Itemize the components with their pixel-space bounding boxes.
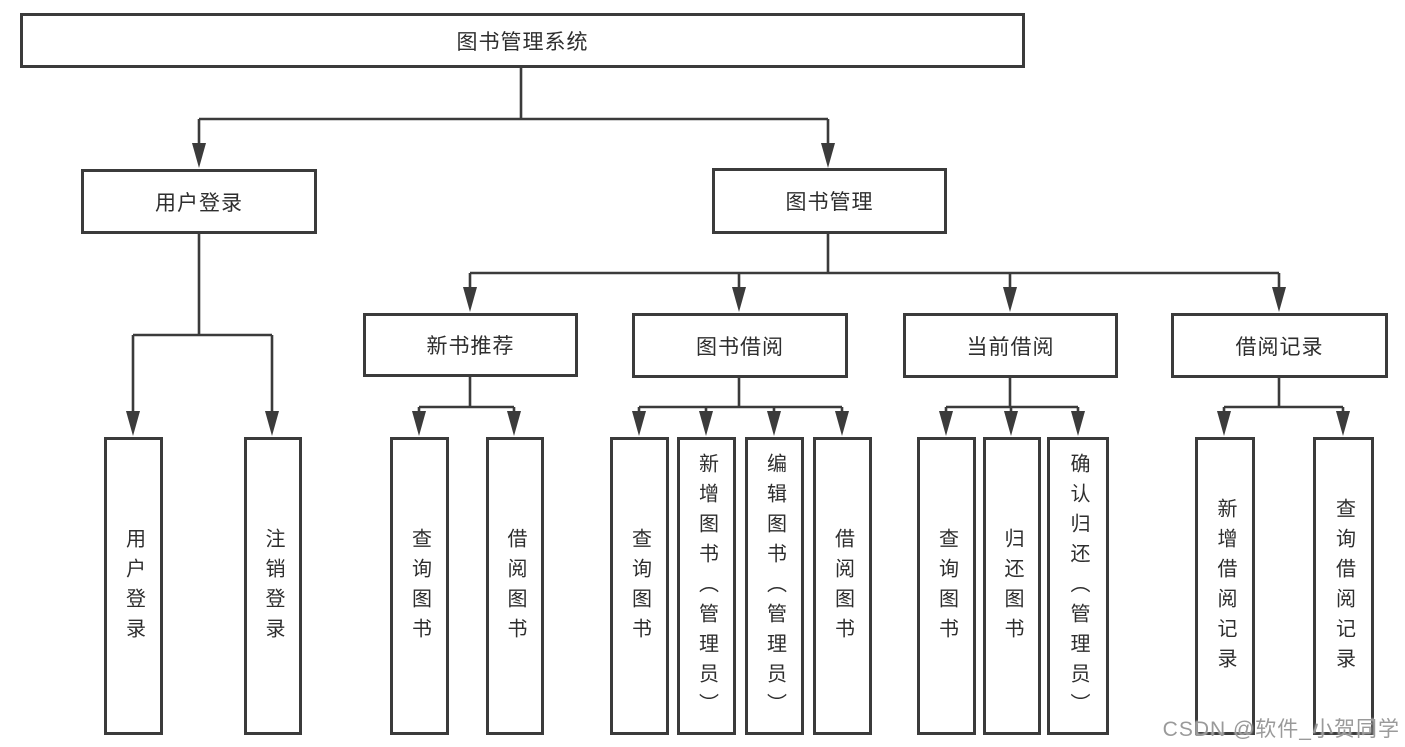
edges-book-management bbox=[463, 234, 1286, 312]
csdn-watermark: CSDN @软件_小贺同学 bbox=[1162, 718, 1400, 741]
node-label: 图书管理 bbox=[785, 191, 874, 214]
leaf-records-query-borrow-record: 查询借阅记录 bbox=[1313, 437, 1374, 735]
edges-user-login bbox=[126, 234, 279, 436]
node-label: 图书管理系统 bbox=[456, 30, 589, 54]
node-label: 当前借阅 bbox=[966, 335, 1055, 359]
edges-borrow-records bbox=[1217, 378, 1350, 436]
node-label: 图书借阅 bbox=[696, 335, 784, 359]
leaf-label: 确认归还（管理员） bbox=[1067, 453, 1089, 723]
leaf-label: 用户登录 bbox=[122, 528, 145, 648]
leaf-current-query-books: 查询图书 bbox=[917, 437, 976, 735]
leaf-label: 查询借阅记录 bbox=[1332, 498, 1355, 678]
node-label: 新书推荐 bbox=[426, 335, 515, 358]
leaf-newbook-query-books: 查询图书 bbox=[390, 437, 449, 735]
node-book-borrow: 图书借阅 bbox=[632, 313, 848, 378]
node-new-book-recommend: 新书推荐 bbox=[363, 313, 578, 377]
node-label: 用户登录 bbox=[155, 191, 243, 215]
leaf-label: 新增借阅记录 bbox=[1214, 498, 1236, 678]
leaf-logout-login: 注销登录 bbox=[244, 437, 302, 735]
leaf-borrow-add-books-admin: 新增图书（管理员） bbox=[677, 437, 736, 735]
node-book-management: 图书管理 bbox=[712, 168, 947, 234]
leaf-label: 新增图书（管理员） bbox=[695, 453, 718, 723]
leaf-current-return-books: 归还图书 bbox=[983, 437, 1041, 735]
leaf-label: 注销登录 bbox=[262, 528, 284, 648]
leaf-label: 归还图书 bbox=[1001, 528, 1023, 648]
leaf-borrow-borrow-books: 借阅图书 bbox=[813, 437, 872, 735]
leaf-borrow-edit-books-admin: 编辑图书（管理员） bbox=[745, 437, 804, 735]
node-current-borrow: 当前借阅 bbox=[903, 313, 1118, 378]
edges-new-book-recommend bbox=[412, 377, 521, 436]
edges-root bbox=[192, 68, 835, 168]
leaf-label: 借阅图书 bbox=[831, 528, 854, 648]
leaf-current-confirm-return-admin: 确认归还（管理员） bbox=[1047, 437, 1109, 735]
node-book-management-system: 图书管理系统 bbox=[20, 13, 1025, 68]
edges-book-borrow bbox=[632, 378, 849, 436]
leaf-label: 编辑图书（管理员） bbox=[763, 453, 786, 723]
leaf-label: 查询图书 bbox=[628, 528, 651, 648]
node-borrow-records: 借阅记录 bbox=[1171, 313, 1388, 378]
leaf-user-login: 用户登录 bbox=[104, 437, 163, 735]
leaf-label: 查询图书 bbox=[408, 528, 431, 648]
leaf-records-add-borrow-record: 新增借阅记录 bbox=[1195, 437, 1255, 735]
node-label: 借阅记录 bbox=[1235, 335, 1324, 359]
leaf-newbook-borrow-books: 借阅图书 bbox=[486, 437, 544, 735]
edges-current-borrow bbox=[939, 378, 1085, 436]
node-user-login: 用户登录 bbox=[81, 169, 317, 234]
leaf-label: 查询图书 bbox=[935, 528, 958, 648]
leaf-label: 借阅图书 bbox=[504, 528, 526, 648]
leaf-borrow-query-books: 查询图书 bbox=[610, 437, 669, 735]
